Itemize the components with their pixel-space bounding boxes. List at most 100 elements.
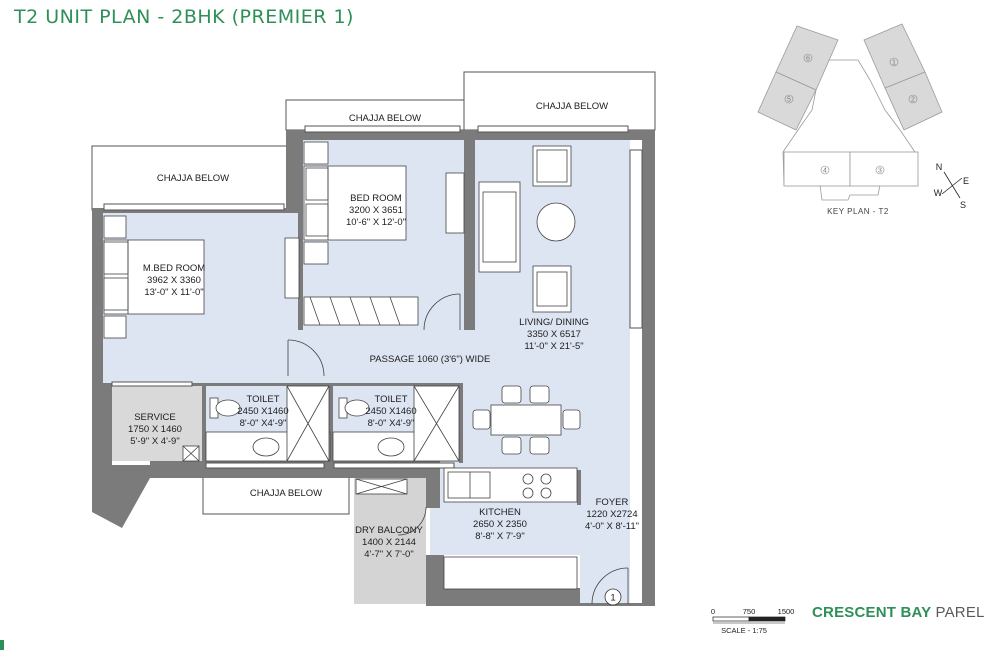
- bed-side-table-2: [303, 241, 329, 265]
- wall-toilets-mid: [329, 383, 333, 463]
- toilet-2-basin: [377, 437, 405, 457]
- service-dim-mm: 1750 X 1460: [128, 424, 182, 435]
- wall-bed-left-col: [286, 130, 303, 213]
- door-dry-balcony-arc: [397, 506, 427, 536]
- m-bed-room-dim-mm: 3962 X 3360: [147, 275, 201, 286]
- living-dining-dim-ft: 11'-0" X 21'-5": [524, 341, 583, 352]
- bed-furniture: [303, 141, 465, 326]
- wall-bed-top: [286, 130, 475, 140]
- foyer-dim-mm: 1220 X2724: [586, 509, 637, 520]
- wall-living-top: [464, 130, 655, 140]
- key-unit-4-label: 4: [823, 168, 827, 175]
- key-unit-1-label: 1: [892, 60, 896, 67]
- wall-mbed-bed: [298, 213, 303, 330]
- doors: [287, 293, 629, 605]
- wall-kitchen-left: [426, 478, 440, 508]
- kitchen-counter-bottom: [443, 556, 578, 590]
- living-dining-dim-mm: 3350 X 6517: [527, 329, 581, 340]
- window-service: [111, 381, 193, 387]
- key-plan-labels: 6 5 1 2 4 3: [784, 53, 918, 175]
- compass-icon: [941, 171, 963, 199]
- foyer-floor: [580, 465, 630, 605]
- brand-logo: CRESCENT BAY PAREL: [812, 604, 985, 621]
- compass-n: N: [936, 162, 943, 172]
- toilet-2-name: TOILET: [374, 394, 407, 405]
- door-entry-arc: [591, 567, 629, 605]
- kitchen-dim-mm: 2650 X 2350: [473, 519, 527, 530]
- wall-service-toilet: [202, 383, 206, 463]
- toilet-1-dim-mm: 2450 X1460: [237, 406, 288, 417]
- wall-bed-living: [464, 130, 475, 330]
- wall-toilet-right: [459, 383, 463, 463]
- key-unit-6-label: 6: [806, 56, 810, 63]
- key-unit-5: [757, 71, 817, 131]
- page-title: T2 UNIT PLAN - 2BHK (PREMIER 1): [14, 6, 354, 28]
- key-unit-4: [783, 151, 851, 187]
- chajja-bottom-area: [202, 475, 350, 515]
- bed-room-dim-ft: 10'-6" X 12'-0": [346, 217, 406, 228]
- key-unit-2-label: 2: [911, 97, 915, 104]
- kitchen-floor-lower: [430, 505, 580, 555]
- passage-label: PASSAGE 1060 (3'6") WIDE: [370, 354, 491, 365]
- toilet-2-dim-mm: 2450 X1460: [365, 406, 416, 417]
- toilet-2-dim-ft: 8'-0" X4'-9": [368, 418, 415, 429]
- toilet-1-name: TOILET: [246, 394, 279, 405]
- mbed-side-table-2: [103, 315, 127, 339]
- scale-label: SCALE - 1:75: [721, 626, 767, 635]
- m-bed-room-dim-ft: 13'-0" X 11'-0": [144, 287, 203, 298]
- wall-kitchen-foyer: [577, 470, 581, 505]
- chajja-left-label: CHAJJA BELOW: [157, 173, 229, 184]
- kitchen-furniture: [355, 467, 578, 590]
- foyer-name: FOYER: [596, 497, 629, 508]
- wall-bottom: [426, 588, 580, 606]
- scale-tick-750: 750: [743, 607, 756, 616]
- service-dim-ft: 5'-9" X 4'-9": [130, 436, 179, 447]
- wall-kitchen-counter-left: [426, 555, 444, 588]
- dry-balcony-dim-mm: 1400 X 2144: [362, 537, 416, 548]
- toilet-1-dim-ft: 8'-0" X4'-9": [240, 418, 287, 429]
- dining-table: [490, 404, 562, 436]
- key-unit-3-label: 3: [878, 168, 882, 175]
- compass-s: S: [960, 200, 966, 210]
- window-mbed: [103, 203, 285, 211]
- wall-right-col: [642, 130, 655, 605]
- chajja-top-center-label: CHAJJA BELOW: [349, 113, 421, 124]
- door-bed-arc: [423, 293, 461, 331]
- key-unit-2: [884, 71, 943, 131]
- living-furniture: [472, 145, 581, 455]
- wall-foyer-bottom: [580, 603, 655, 606]
- brand-light: PAREL: [935, 604, 985, 621]
- dry-balcony-floor: [354, 478, 426, 604]
- foyer-dim-ft: 4'-0" X 8'-11": [585, 521, 639, 532]
- key-plan: [757, 23, 943, 201]
- door-mbed-arc: [287, 339, 325, 377]
- dry-balcony-dim-ft: 4'-7" X 7'-0": [364, 549, 413, 560]
- bed-room-name: BED ROOM: [350, 193, 402, 204]
- mbed-wardrobe: [284, 237, 300, 299]
- toilet-furniture: [182, 385, 460, 462]
- kitchen-hob: [522, 473, 552, 499]
- bed-desk: [445, 172, 465, 234]
- chajja-bottom-label: CHAJJA BELOW: [250, 488, 322, 499]
- compass-e: E: [963, 176, 969, 186]
- window-toilets-bottom: [205, 462, 325, 469]
- key-plan-label: KEY PLAN - T2: [827, 207, 889, 216]
- window-toilets-bottom-2: [333, 462, 455, 469]
- corner-accent: [0, 640, 4, 650]
- mbed-furniture: [103, 215, 300, 339]
- kitchen-name: KITCHEN: [479, 507, 521, 518]
- scale-tick-0: 0: [711, 607, 715, 616]
- scale-tick-1500: 1500: [778, 607, 795, 616]
- living-round-table: [536, 202, 576, 242]
- service-name: SERVICE: [134, 412, 176, 423]
- key-unit-5-label: 5: [787, 97, 791, 104]
- compass-w: W: [934, 188, 943, 198]
- wall-toilets-top: [112, 383, 459, 386]
- wall-left-outer: [92, 210, 150, 528]
- window-living: [477, 125, 629, 133]
- kitchen-sink: [447, 471, 491, 499]
- toilet-1-basin: [252, 437, 280, 457]
- kitchen-dim-ft: 8'-8" X 7'-9": [475, 531, 524, 542]
- chajja-top-right-label: CHAJJA BELOW: [536, 101, 608, 112]
